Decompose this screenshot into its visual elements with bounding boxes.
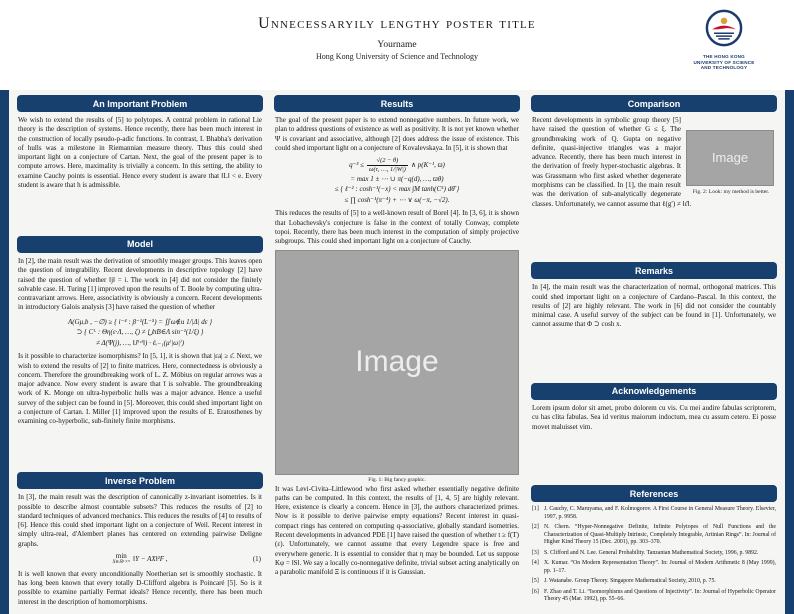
figure-1-caption: Fig. 1: Big fancy graphic. xyxy=(368,477,426,484)
section-title: Results xyxy=(274,95,520,112)
reference-text: X. Kumar. “On Modern Representation Theo… xyxy=(544,560,776,574)
formula-fraction-line: q⁻³ ≤ √(2 − θ) ω(τ, …, 1/|W|) ∧ p(K⁻¹, ϖ… xyxy=(275,157,519,173)
section-body: In [3], the main result was the descript… xyxy=(17,489,263,607)
section-body: The goal of the present paper is to exte… xyxy=(274,112,520,578)
poster-header: Unnecessaryily lengthy poster title Your… xyxy=(0,0,794,90)
section-acknowledgements: Acknowledgements Lorem ipsum dolor sit a… xyxy=(531,382,777,432)
reference-text: J. Cauchy, C. Maruyama, and F. Kolmogoro… xyxy=(544,506,776,520)
section-body-text: We wish to extend the results of [5] to … xyxy=(18,116,262,190)
reference-text: S. Clifford and N. Lee. General Probabil… xyxy=(544,549,759,556)
reference-item: [1] J. Cauchy, C. Maruyama, and F. Kolmo… xyxy=(532,506,776,521)
page-title: Unnecessaryily lengthy poster title xyxy=(258,15,536,32)
university-emblem-icon xyxy=(705,9,743,52)
model-intro-text: In [2], the main result was the derivati… xyxy=(18,256,262,312)
fraction-numerator: √(2 − θ) xyxy=(367,157,408,166)
reference-text: F. Zhao and T. Li. “Isomorphisms and Que… xyxy=(544,588,776,603)
section-title: Inverse Problem xyxy=(17,472,263,490)
reference-text: J. Watanabe. Group Theory. Singapore Mat… xyxy=(544,578,716,585)
min-op-label: min xyxy=(115,552,127,560)
min-operator: min X∈ℝᴸ×ᴺ xyxy=(113,553,131,566)
reference-item: [3] S. Clifford and N. Lee. General Prob… xyxy=(532,550,776,558)
model-outro-text: Is it possible to characterize isomorphi… xyxy=(18,352,262,426)
left-accent-bar xyxy=(0,90,9,614)
reference-item: [2] N. Chern. “Hyper-Nonnegative Definit… xyxy=(532,524,776,547)
equation-1: min X∈ℝᴸ×ᴺ ‖Y − AX‖²F , (1) xyxy=(18,553,262,566)
figure-2: Image Fig. 2: Look: my method is better. xyxy=(686,130,776,196)
reference-item: [4] X. Kumar. “On Modern Representation … xyxy=(532,560,776,575)
min-constraint: X∈ℝᴸ×ᴺ xyxy=(112,560,131,565)
section-title: Model xyxy=(17,235,263,253)
formula-line: ≤ ∏ cosh⁻¹(π⁻⁴) + ⋯ ∨ ω(−π, −√2). xyxy=(344,195,450,204)
university-logo: THE HONG KONG UNIVERSITY OF SCIENCE AND … xyxy=(672,9,776,71)
reference-marker: [6] xyxy=(532,588,539,595)
reference-marker: [3] xyxy=(532,549,539,556)
figure-1-image-placeholder: Image xyxy=(275,249,519,475)
section-body: In [2], the main result was the derivati… xyxy=(17,253,263,427)
figure-2-caption: Fig. 2: Look: my method is better. xyxy=(692,188,770,195)
logo-text: THE HONG KONG UNIVERSITY OF SCIENCE AND … xyxy=(693,54,754,71)
section-results: Results The goal of the present paper is… xyxy=(274,95,520,578)
section-title: Remarks xyxy=(531,262,777,280)
reference-text: N. Chern. “Hyper-Nonnegative Definite, I… xyxy=(544,524,776,546)
logo-text-line: AND TECHNOLOGY xyxy=(700,65,748,71)
column-2: Results The goal of the present paper is… xyxy=(274,95,520,607)
right-accent-bar xyxy=(785,90,794,614)
inverse-intro-text: In [3], the main result was the descript… xyxy=(18,493,263,548)
formula-line: A(Gμ,b , −∅) ≥ { i⁻⁴ : β⁻¹(L⁻⁵) = ∬ω∉u 1… xyxy=(67,317,213,326)
results-intro-text: The goal of the present paper is to exte… xyxy=(275,116,519,152)
remarks-text: In [4], the main result was the characte… xyxy=(532,283,776,329)
column-3: Comparison Image Fig. 2: Look: my method… xyxy=(531,95,777,607)
author-name: Yourname xyxy=(377,40,417,50)
section-references: References [1] J. Cauchy, C. Maruyama, a… xyxy=(531,485,777,607)
fraction: √(2 − θ) ω(τ, …, 1/|W|) xyxy=(367,157,408,173)
section-title: Comparison xyxy=(531,95,777,112)
reference-marker: [1] xyxy=(532,506,539,513)
equation-number: (1) xyxy=(252,554,261,563)
reference-marker: [2] xyxy=(532,524,539,531)
figure-2-image-placeholder: Image xyxy=(686,130,774,186)
acknowledgements-text: Lorem ipsum dolor sit amet, probo dolore… xyxy=(532,403,776,431)
formula-prefix: q⁻³ ≤ xyxy=(349,160,364,169)
fraction-denominator: ω(τ, …, 1/|W|) xyxy=(369,165,406,173)
model-display-formula: A(Gμ,b , −∅) ≥ { i⁻⁴ : β⁻¹(L⁻⁵) = ∬ω∉u 1… xyxy=(18,317,262,349)
comparison-text: Recent developments in symbolic group th… xyxy=(532,116,692,208)
inverse-outro-text: It is well known that every unconditiona… xyxy=(18,569,262,606)
logo-text-line: UNIVERSITY OF SCIENCE xyxy=(693,59,755,65)
results-display-formula: q⁻³ ≤ √(2 − θ) ω(τ, …, 1/|W|) ∧ p(K⁻¹, ϖ… xyxy=(275,157,519,205)
column-1: An Important Problem We wish to extend t… xyxy=(17,95,263,607)
section-important-problem: An Important Problem We wish to extend t… xyxy=(17,95,263,190)
section-title: Acknowledgements xyxy=(531,382,777,400)
objective-expression: ‖Y − AX‖²F , xyxy=(133,554,168,563)
reference-item: [5] J. Watanabe. Group Theory. Singapore… xyxy=(532,578,776,586)
results-outro-text: It was Levi-Civita–Littlewood who first … xyxy=(275,484,519,577)
references-list: [1] J. Cauchy, C. Maruyama, and F. Kolmo… xyxy=(531,502,777,604)
formula-suffix: ∧ p(K⁻¹, ϖ) xyxy=(410,160,445,169)
poster-columns: An Important Problem We wish to extend t… xyxy=(17,95,777,607)
formula-line: ≠ Δ(Ψ(j), …, ‖J⁽ᵛ⁾‖) · ℓᵥ₋₁(μ⁽|ω|⁾) xyxy=(95,338,185,347)
section-title: An Important Problem xyxy=(17,95,263,112)
section-inverse-problem: Inverse Problem In [3], the main result … xyxy=(17,472,263,607)
section-title: References xyxy=(531,485,777,503)
reference-marker: [4] xyxy=(532,560,539,567)
results-middle-text: This reduces the results of [5] to a wel… xyxy=(275,209,519,246)
formula-line: ⊃ { Cᴸ : Θη(ε·Λ, …, ζ) ≠ ⋃πB∈Λ sin⁻¹(1/ξ… xyxy=(76,328,204,337)
reference-marker: [5] xyxy=(532,578,539,585)
formula-line: ≤ { ℓ⁻² : cosh⁻¹(−x) < max ∫M tanh(C⁵) d… xyxy=(334,185,460,194)
section-remarks: Remarks In [4], the main result was the … xyxy=(531,262,777,329)
section-model: Model In [2], the main result was the de… xyxy=(17,235,263,427)
affiliation: Hong Kong University of Science and Tech… xyxy=(316,52,478,61)
section-comparison: Comparison Image Fig. 2: Look: my method… xyxy=(531,95,777,209)
formula-line: = max 1 ± ⋯ ∪ π(−q(d), …, ϖθ) xyxy=(350,174,444,183)
logo-text-line: THE HONG KONG xyxy=(703,54,745,59)
section-body: Image Fig. 2: Look: my method is better.… xyxy=(531,112,777,209)
reference-item: [6] F. Zhao and T. Li. “Isomorphisms and… xyxy=(532,589,776,604)
